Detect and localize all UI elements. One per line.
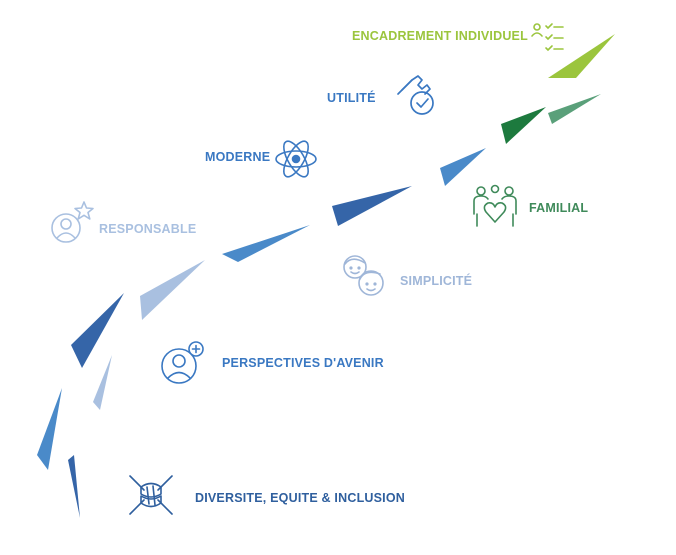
shard [37, 388, 62, 470]
atom-icon [273, 136, 319, 182]
shard [440, 148, 486, 186]
wrench-check-icon [392, 72, 440, 120]
shard [548, 34, 615, 78]
user-plus-icon [160, 340, 206, 386]
label-utilite: UTILITÉ [327, 91, 376, 105]
label-encadrement-individuel: ENCADREMENT INDIVIDUEL [352, 29, 528, 43]
label-responsable: RESPONSABLE [99, 222, 197, 236]
shard [71, 293, 124, 368]
shard [68, 455, 80, 518]
shard [332, 186, 412, 226]
checklist-person-icon [530, 20, 570, 60]
label-diversite-equite-inclusion: DIVERSITE, EQUITE & INCLUSION [195, 491, 405, 505]
user-star-icon [49, 200, 97, 246]
label-familial: FAMILIAL [529, 201, 589, 215]
two-faces-icon [340, 252, 388, 300]
label-simplicite: SIMPLICITÉ [400, 274, 473, 288]
label-perspectives-d-avenir: PERSPECTIVES D'AVENIR [222, 356, 384, 370]
family-heart-icon [471, 184, 519, 230]
joined-hands-icon [127, 472, 175, 518]
shard [140, 260, 205, 320]
shard [548, 94, 601, 124]
shard [93, 355, 112, 410]
shard [501, 107, 546, 144]
shard [222, 225, 310, 262]
label-moderne: MODERNE [205, 150, 271, 164]
